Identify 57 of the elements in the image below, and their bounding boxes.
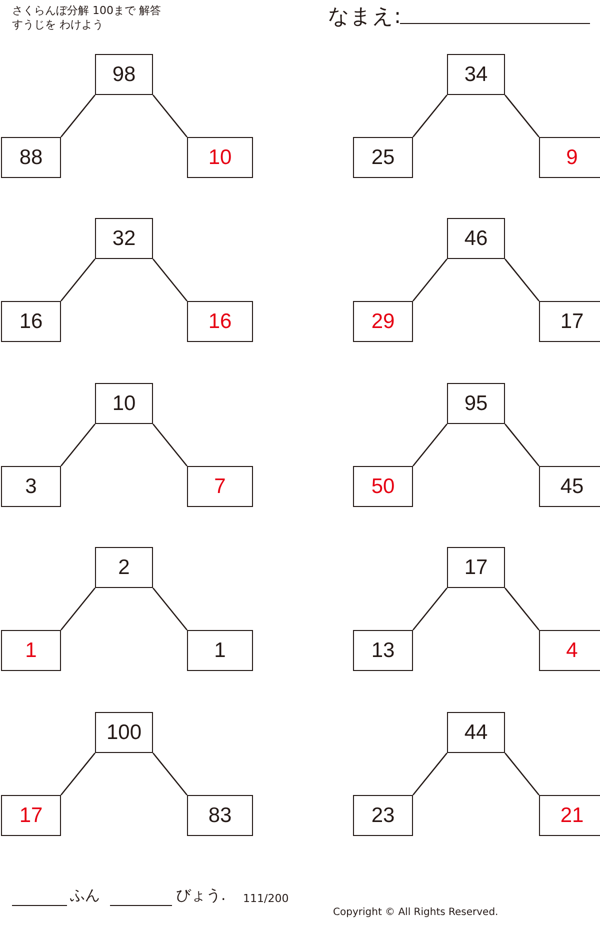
connector-line: [152, 424, 188, 466]
number-box: 100: [95, 712, 153, 753]
number-box: 7: [187, 466, 253, 507]
connector-line: [504, 424, 540, 466]
number-box: 32: [95, 218, 153, 259]
number-box: 25: [353, 137, 413, 178]
number-box: 21: [539, 795, 600, 836]
connector-line: [60, 258, 96, 302]
connector-line: [152, 258, 188, 302]
number-box: 17: [539, 301, 600, 342]
number-box: 46: [447, 218, 505, 259]
connector-line: [412, 94, 448, 138]
number-box: 2: [95, 547, 153, 588]
number-box: 13: [353, 630, 413, 671]
worksheet-subtitle: すうじを わけよう: [12, 17, 104, 32]
connector-line: [504, 752, 540, 796]
number-box: 50: [353, 466, 413, 507]
connector-line: [60, 588, 96, 630]
number-box: 23: [353, 795, 413, 836]
worksheet-title: さくらんぼ分解 100まで 解答: [12, 3, 161, 18]
connector-line: [412, 424, 448, 466]
number-box: 16: [187, 301, 253, 342]
page-number: 111/200: [243, 892, 289, 905]
number-box: 4: [539, 630, 600, 671]
connector-line: [152, 752, 188, 796]
connector-line: [504, 588, 540, 630]
connector-line: [412, 588, 448, 630]
number-box: 1: [187, 630, 253, 671]
number-box: 29: [353, 301, 413, 342]
name-label: なまえ:: [328, 3, 402, 30]
connector-line: [412, 258, 448, 302]
number-box: 10: [187, 137, 253, 178]
connector-line: [412, 752, 448, 796]
connector-line: [60, 94, 96, 138]
copyright-notice: Copyright © All Rights Reserved.: [333, 907, 498, 918]
number-box: 17: [1, 795, 61, 836]
number-box: 45: [539, 466, 600, 507]
seconds-label: びょう.: [176, 886, 226, 905]
number-box: 3: [1, 466, 61, 507]
number-box: 88: [1, 137, 61, 178]
number-box: 98: [95, 54, 153, 95]
connector-line: [60, 752, 96, 796]
number-box: 1: [1, 630, 61, 671]
minutes-label: ふん: [70, 886, 100, 905]
number-box: 95: [447, 383, 505, 424]
number-box: 44: [447, 712, 505, 753]
connector-line: [152, 94, 188, 138]
connector-line: [152, 588, 188, 630]
number-box: 9: [539, 137, 600, 178]
number-box: 10: [95, 383, 153, 424]
connector-line: [504, 94, 540, 138]
connector-line: [60, 424, 96, 466]
number-box: 34: [447, 54, 505, 95]
number-box: 16: [1, 301, 61, 342]
connector-line: [504, 258, 540, 302]
number-box: 83: [187, 795, 253, 836]
number-box: 17: [447, 547, 505, 588]
